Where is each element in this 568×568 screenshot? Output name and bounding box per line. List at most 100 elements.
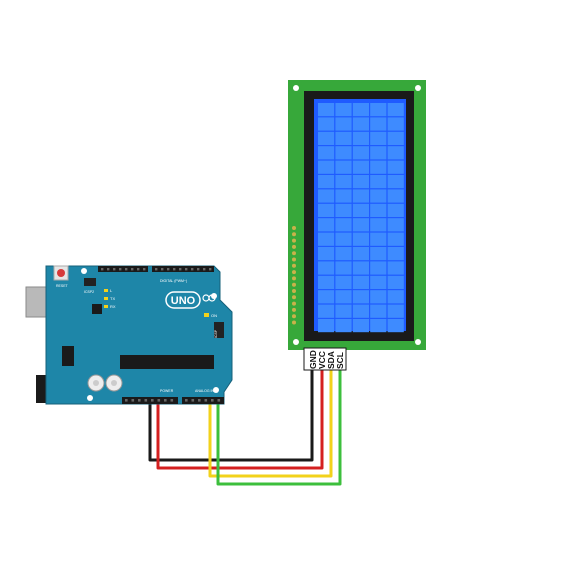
lcd-cell (335, 319, 352, 333)
lcd-cell (335, 275, 352, 289)
reset-button-cap (57, 269, 65, 277)
lcd-pin-hole (292, 263, 296, 268)
lcd-cell (370, 117, 387, 131)
header-pin (131, 268, 134, 271)
lcd-cell (335, 203, 352, 217)
lcd-cell (335, 290, 352, 304)
header-pin (179, 268, 182, 271)
header-pin (137, 268, 140, 271)
header-pin (173, 268, 176, 271)
header-pin (209, 268, 212, 271)
lcd-pin-hole (292, 295, 296, 300)
lcd-cell (370, 175, 387, 189)
lcd-cell (352, 218, 369, 232)
pin-label-vcc: VCC (317, 351, 327, 369)
lcd-cell (387, 117, 404, 131)
uno-logo: UNO (165, 291, 216, 309)
icsp-header-left: ICSP2 (84, 278, 96, 294)
lcd-pin-hole (292, 244, 296, 249)
lcd-cell (387, 232, 404, 246)
lcd-cell (387, 275, 404, 289)
lcd-pin-hole (292, 307, 296, 312)
header-pin (211, 399, 214, 402)
lcd-cell (387, 247, 404, 261)
lcd-cell (318, 131, 335, 145)
lcd-cell (352, 203, 369, 217)
header-pin (101, 268, 104, 271)
lcd-cell (335, 131, 352, 145)
mount-hole (87, 395, 93, 401)
lcd-cell (335, 117, 352, 131)
lcd-cell (387, 103, 404, 117)
analog-header: ANALOG IN (182, 389, 224, 404)
lcd-pin-hole (292, 282, 296, 287)
lcd-cell (352, 146, 369, 160)
lcd-cell (370, 290, 387, 304)
lcd-cell (370, 261, 387, 275)
header-pin (197, 268, 200, 271)
lcd-pin-hole (292, 320, 296, 325)
header-pin (198, 399, 201, 402)
capacitor-top (93, 380, 99, 386)
header-pin (131, 399, 135, 402)
lcd-cell (370, 103, 387, 117)
arduino-uno-board: RESET ICSP2 DIGITAL (PWM~) TX RX L UNO (25, 265, 233, 405)
lcd-cell (387, 290, 404, 304)
microcontroller-chip (120, 355, 214, 369)
lcd-cell (387, 319, 404, 333)
pin-label-scl: SCL (335, 352, 345, 369)
power-label: POWER (160, 389, 174, 393)
header-pin (167, 268, 170, 271)
header-pin (217, 399, 221, 402)
lcd-cell (370, 275, 387, 289)
header-pin (155, 268, 158, 271)
header-pin (185, 399, 188, 402)
lcd-side-pins (292, 226, 296, 325)
digital-header: DIGITAL (PWM~) (98, 266, 214, 283)
lcd-mount-hole (293, 339, 299, 345)
reset-label: RESET (56, 284, 69, 288)
i2c-label-box (303, 347, 347, 371)
lcd-cell (352, 175, 369, 189)
lcd-pin-hole (292, 226, 296, 230)
lcd-cell (370, 189, 387, 203)
lcd-cell (352, 131, 369, 145)
lcd-cell (370, 247, 387, 261)
capacitor-top (111, 380, 117, 386)
status-leds: TX RX L (104, 288, 116, 309)
lcd-cell (370, 146, 387, 160)
lcd-cell (335, 261, 352, 275)
lcd-cell (335, 146, 352, 160)
header-pin (191, 399, 195, 402)
lcd-cell (352, 247, 369, 261)
header-pin (170, 399, 174, 402)
lcd-pin-hole (292, 257, 296, 262)
lcd-cell (387, 175, 404, 189)
analog-label: ANALOG IN (195, 389, 215, 393)
wire-vcc (156, 368, 324, 470)
lcd-cell (318, 117, 335, 131)
lcd-cell (352, 189, 369, 203)
lcd-cell (387, 261, 404, 275)
uno-label: UNO (171, 295, 196, 307)
lcd-cell (352, 304, 369, 318)
lcd-cell (387, 160, 404, 174)
header-pin (125, 268, 128, 271)
lcd-cell (387, 131, 404, 145)
lcd-cell (352, 232, 369, 246)
lcd-pin-hole (292, 289, 296, 293)
lcd-pin-hole (292, 276, 296, 281)
lcd-pin-hole (292, 251, 296, 256)
digital-label: DIGITAL (PWM~) (160, 279, 187, 283)
header-pin (157, 399, 161, 402)
header-pin (125, 399, 128, 402)
header-pin (185, 268, 188, 271)
wires (148, 368, 342, 486)
lcd-cell (387, 218, 404, 232)
wire-scl (216, 368, 342, 486)
header-pin (204, 399, 208, 402)
lcd-cell (370, 319, 387, 333)
tx-label: TX (110, 296, 115, 301)
lcd-pin-hole (292, 232, 296, 237)
lcd-cell (318, 304, 335, 318)
